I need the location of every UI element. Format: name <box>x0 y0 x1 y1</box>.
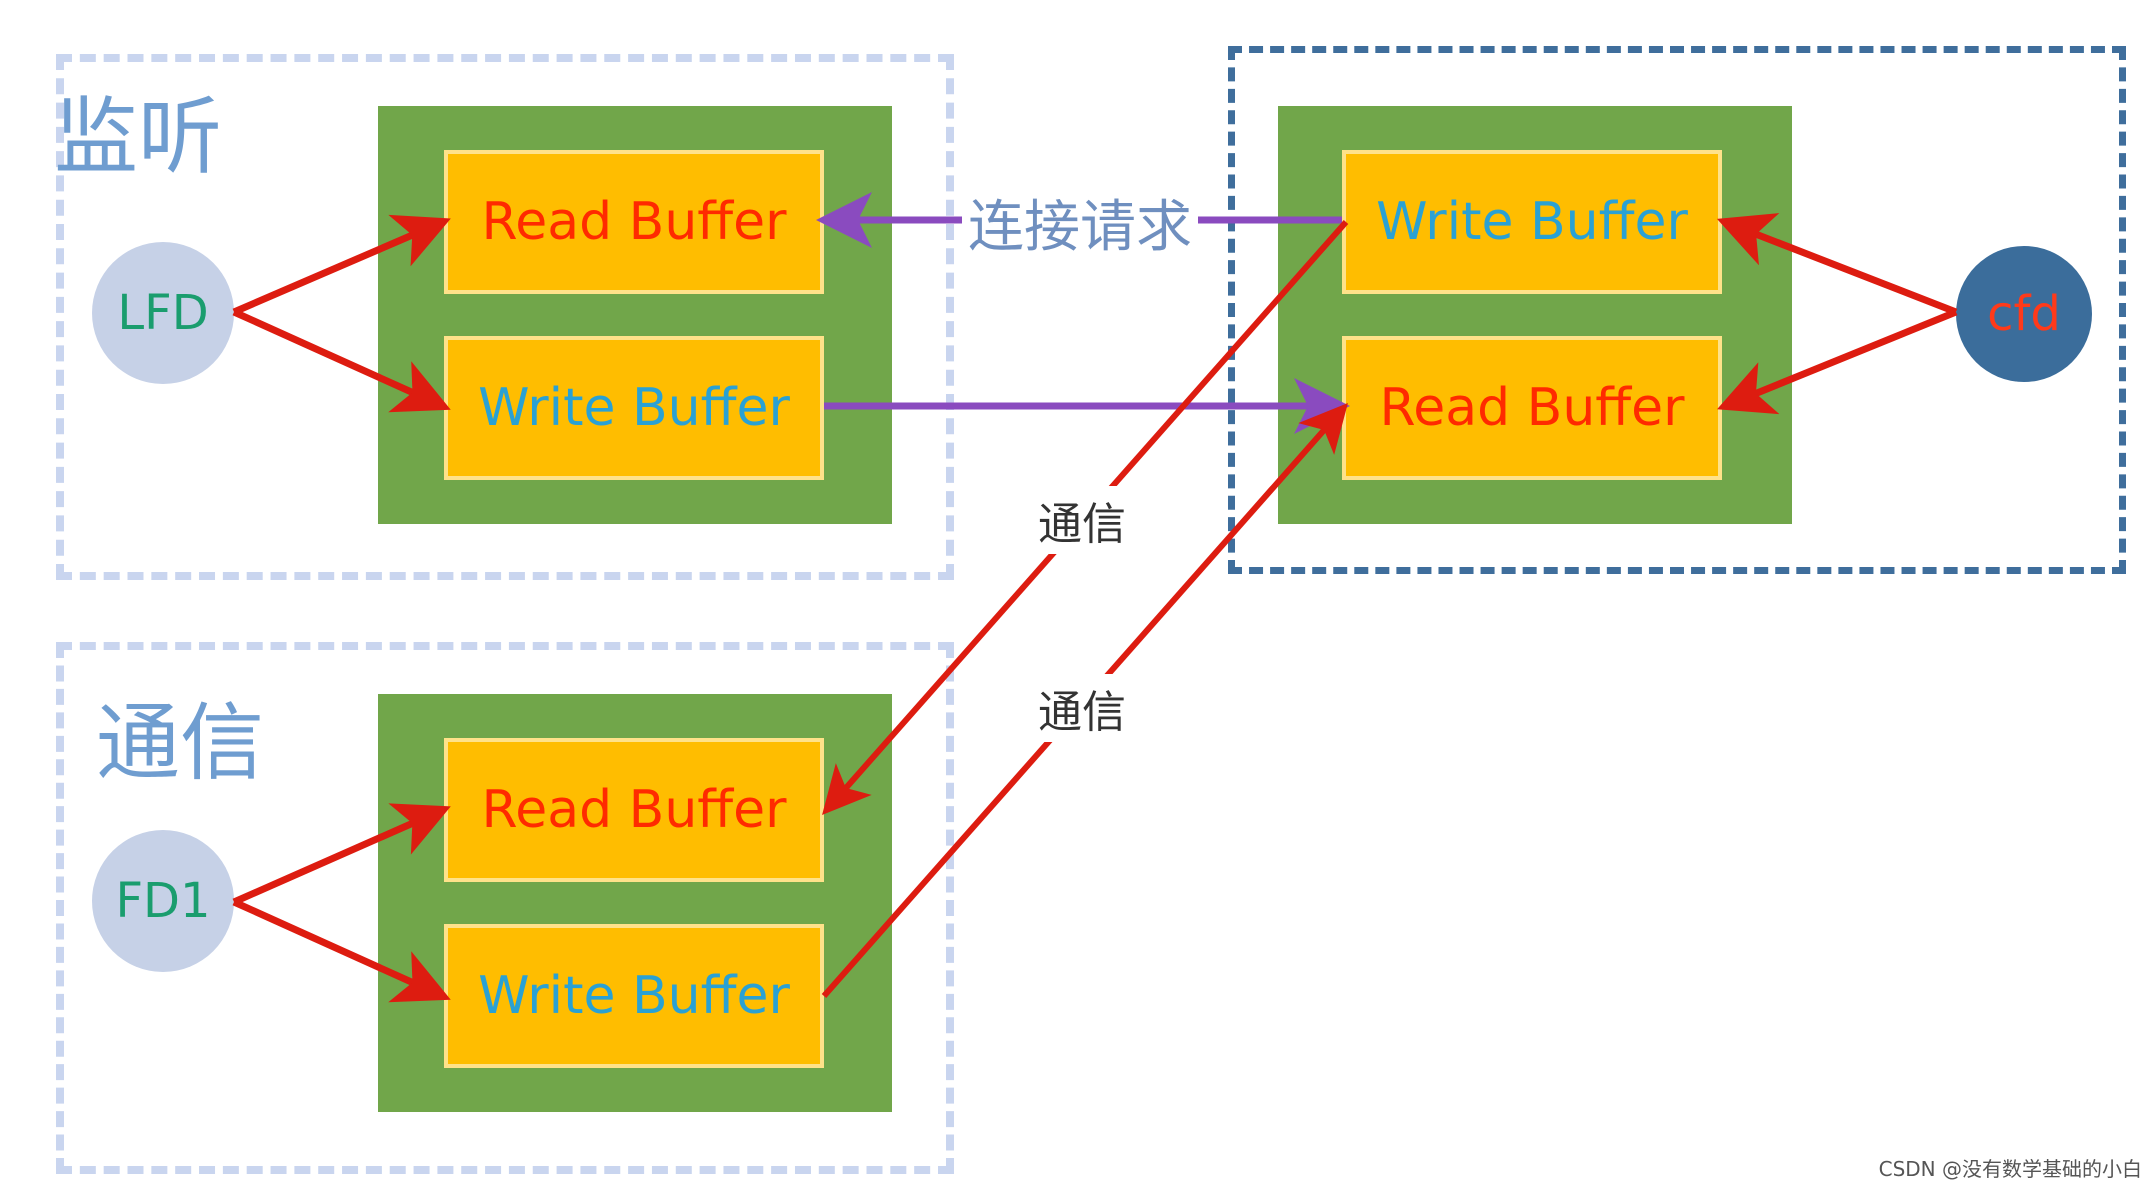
comm-group-title: 通信 <box>96 694 265 792</box>
client-group <box>1228 46 2126 574</box>
listen-read-buffer: Read Buffer <box>444 150 824 294</box>
comm-write-buffer: Write Buffer <box>444 924 824 1068</box>
listen-group-title: 监听 <box>54 88 223 186</box>
fd1-to-read-arrow <box>232 803 451 906</box>
fd1-to-write-arrow <box>232 898 451 1003</box>
client-write-buffer: Write Buffer <box>1342 150 1722 294</box>
lfd-to-read-arrow <box>232 214 451 316</box>
lfd-to-write-arrow <box>232 308 451 413</box>
listen-group <box>56 54 954 580</box>
comm-label-1: 通信 <box>1032 486 1132 554</box>
lfd-node: LFD <box>92 242 234 384</box>
comm-label-2: 通信 <box>1032 674 1132 742</box>
cfd-to-read-arrow <box>1717 308 1958 415</box>
cfd-node: cfd <box>1956 246 2092 382</box>
watermark: CSDN @没有数学基础的小白 <box>1878 1157 2142 1181</box>
comm-group <box>56 642 954 1174</box>
client-read-buffer: Read Buffer <box>1342 336 1722 480</box>
fd1-node: FD1 <box>92 830 234 972</box>
cfd-to-write-arrow <box>1716 213 1958 316</box>
connect-request-label: 连接请求 <box>962 182 1198 263</box>
